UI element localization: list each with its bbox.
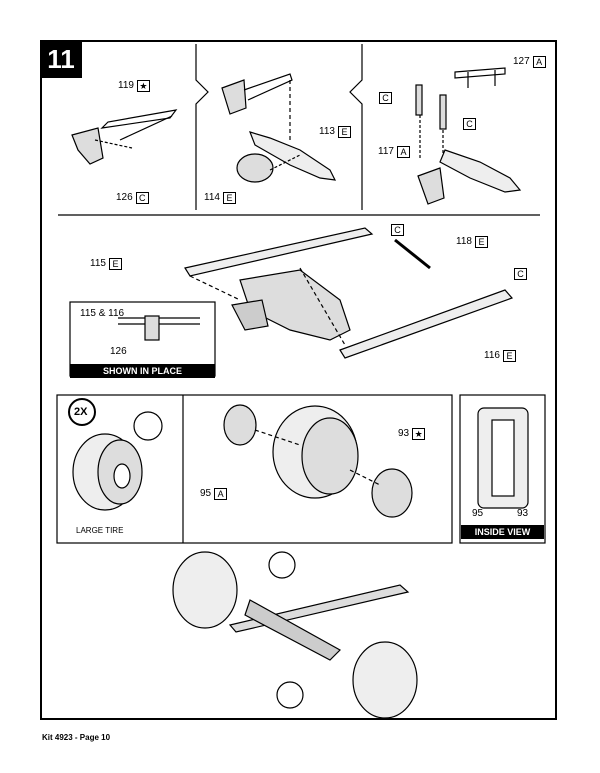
code-c-right-frame-label: C [511, 268, 527, 280]
inset-part-126-label: 126 [110, 346, 127, 357]
tire-caption: LARGE TIRE [76, 526, 124, 535]
instruction-frame [40, 40, 557, 720]
inset-caption: SHOWN IN PLACE [70, 364, 215, 378]
step-number: 11 [40, 40, 82, 78]
page-footer: Kit 4923 - Page 10 [42, 733, 111, 742]
part-119-label: 119★ [118, 80, 150, 92]
inside-part-93-label: 93 [517, 508, 529, 519]
part-93-label: 93★ [398, 428, 426, 440]
code-c-left-label: C [376, 92, 392, 104]
code-c-right-label: C [460, 118, 476, 130]
quantity-badge: 2X [74, 406, 88, 418]
inside-caption: INSIDE VIEW [461, 525, 544, 539]
code-c-top-label: C [388, 224, 404, 236]
inset-label: 115 & 116 [80, 308, 125, 319]
inside-part-95-label: 95 [472, 508, 484, 519]
